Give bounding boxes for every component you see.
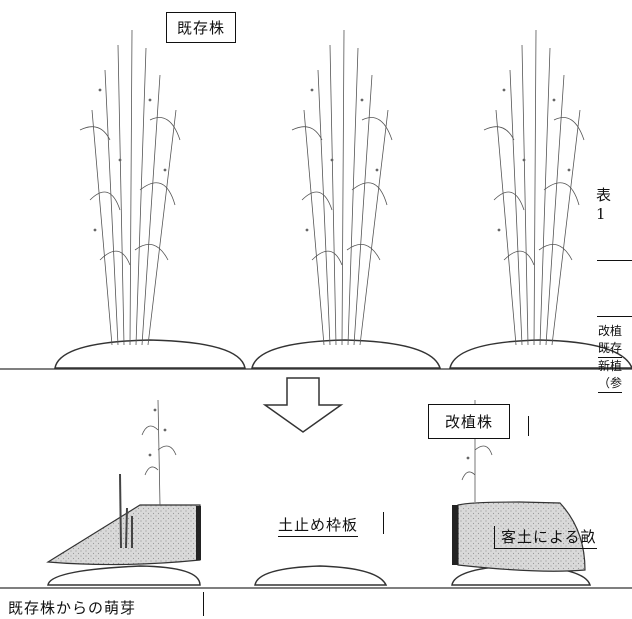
bamboo-clump-right [483, 29, 585, 346]
mounds-top [54, 339, 632, 369]
bamboo-clump-middle [291, 29, 393, 346]
bottom-left-mound [46, 399, 201, 586]
table-rule-mid [597, 316, 632, 317]
label-replanted-stock: 改植株 [428, 404, 511, 439]
foliage-dots [93, 88, 571, 232]
bottom-right-mound [451, 400, 592, 586]
down-arrow [262, 377, 344, 433]
table-row-3: 新植 [598, 359, 623, 373]
connector-replanted [528, 416, 529, 436]
connector-retaining-board [383, 512, 384, 534]
label-sprouts-from-existing: 既存株からの萌芽 [8, 599, 137, 617]
table-title-fragment: 表 1 [596, 186, 618, 223]
label-existing-stock: 既存株 [166, 12, 237, 43]
table-row-2: 既存 [598, 339, 623, 358]
label-mound-by-soil: 客土による畝 [494, 526, 597, 549]
label-retaining-board: 土止め枠板 [278, 514, 359, 537]
table-row-4: （参 [598, 374, 623, 393]
connector-sprouts [203, 592, 204, 616]
table-rule-top [597, 260, 632, 261]
table-row-1: 改植 [598, 324, 623, 338]
bottom-middle-mound [254, 565, 388, 586]
bamboo-clump-left [79, 29, 181, 346]
